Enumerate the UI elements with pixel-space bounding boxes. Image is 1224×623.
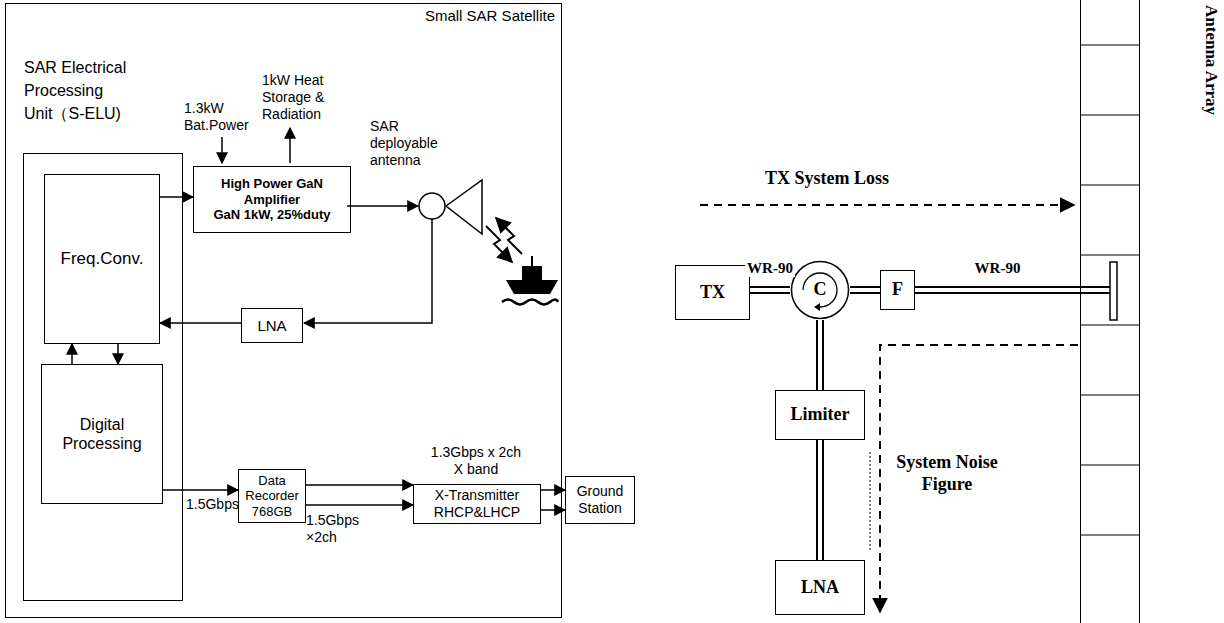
converter-box: Freq.Conv. — [44, 174, 160, 344]
recorder-box: Data Recorder 768GB — [238, 469, 306, 523]
annotation-label: System Noise Figure — [888, 452, 1006, 495]
transmitter-box: TX — [675, 265, 750, 320]
annotation-label: SAR deployable antenna — [370, 118, 450, 168]
node-text: High Power GaN Amplifier — [194, 176, 350, 207]
arrow-connector — [306, 485, 413, 486]
lna-box: LNA — [241, 308, 303, 343]
connector-line — [816, 440, 824, 560]
connector-line — [160, 322, 241, 324]
limiter-box: Limiter — [775, 390, 865, 440]
circulator-circle: C — [790, 260, 850, 320]
arrow-connector — [160, 197, 193, 198]
node-text: Data Recorder 768GB — [239, 473, 305, 520]
wave-arrow — [496, 218, 522, 254]
lna-box: LNA — [775, 560, 865, 615]
node-text: TX — [700, 282, 725, 304]
arrow-connector — [118, 344, 119, 364]
node-text: X-Transmitter RHCP&LHCP — [414, 487, 540, 521]
node-text: Limiter — [791, 404, 850, 426]
annotation-label: 1.3kW Bat.Power — [184, 100, 260, 134]
waveguide-connector — [820, 440, 821, 560]
filter-box: F — [880, 270, 915, 310]
arrow-connector — [160, 323, 241, 324]
connector-line — [71, 344, 73, 364]
waveguide — [1080, 288, 1110, 292]
connector-line — [850, 288, 880, 292]
antenna-array: Antenna Array — [1080, 0, 1140, 623]
node-text: Antenna Array — [1201, 5, 1221, 115]
annotation-label: 1.3Gbps x 2ch X band — [428, 444, 524, 478]
antenna-symbol — [446, 180, 482, 234]
noise-arrow — [880, 345, 1078, 612]
node-text: C — [814, 279, 827, 301]
dotted-line — [870, 452, 871, 552]
waveguide-connector — [850, 290, 880, 291]
node-text: Ground Station — [566, 483, 634, 517]
waveguide-connector — [915, 290, 1080, 291]
annotation-label: 1.5Gbps — [186, 496, 239, 513]
node-text: LNA — [801, 577, 839, 599]
connector-line — [117, 344, 119, 364]
arrow-connector — [163, 490, 238, 491]
node-text: LNA — [257, 317, 286, 335]
node-text: Digital Processing — [42, 415, 162, 453]
connector-line — [915, 286, 1080, 294]
processing-box: Digital Processing — [41, 364, 163, 504]
connector-line — [163, 489, 238, 491]
annotation-label: TX System Loss — [765, 168, 889, 190]
transmitter-box: X-Transmitter RHCP&LHCP — [413, 484, 541, 524]
connector-line — [818, 320, 822, 390]
node-text: Freq.Conv. — [61, 249, 144, 269]
edge-label: WR-90 — [973, 260, 1023, 277]
amplifier-box: High Power GaN AmplifierGaN 1kW, 25%duty — [193, 166, 351, 233]
circulator-symbol — [419, 193, 445, 219]
waveguide-connector — [750, 290, 790, 291]
node-text: GaN 1kW, 25%duty — [213, 207, 330, 223]
rx-wire — [304, 219, 432, 323]
connector-line — [816, 320, 824, 390]
connector-line — [306, 484, 413, 486]
connector-line — [750, 286, 790, 294]
connector-line — [850, 286, 880, 294]
annotation-label: 1.5Gbps ×2ch — [306, 512, 366, 546]
connector-line — [915, 288, 1080, 292]
loss-arrow — [700, 204, 1074, 206]
annotation-label: 1kW Heat Storage & Radiation — [262, 72, 357, 122]
connector-line — [160, 196, 193, 198]
feed-bar — [1110, 262, 1117, 320]
ship-illustration — [502, 256, 558, 305]
node-text: F — [892, 279, 903, 301]
processing-unit-box: SAR Electrical Processing Unit（S-ELU)Fre… — [23, 153, 183, 601]
connector-line — [818, 440, 822, 560]
node-text: SAR Electrical Processing Unit（S-ELU) — [24, 56, 128, 126]
node-text: Small SAR Satellite — [425, 7, 555, 25]
connector-line — [306, 504, 413, 506]
antenna-cells — [1080, 45, 1140, 535]
arrow-connector — [306, 505, 413, 506]
rf-wire — [347, 205, 418, 207]
arrow-connector — [72, 344, 73, 364]
waveguide-connector — [820, 320, 821, 390]
power-arrow — [221, 137, 223, 163]
ground-station-box: Ground Station — [565, 476, 635, 524]
heat-arrow — [289, 128, 291, 163]
edge-label: WR-90 — [745, 260, 795, 277]
connector-line — [750, 288, 790, 292]
waveguide — [1080, 286, 1110, 294]
